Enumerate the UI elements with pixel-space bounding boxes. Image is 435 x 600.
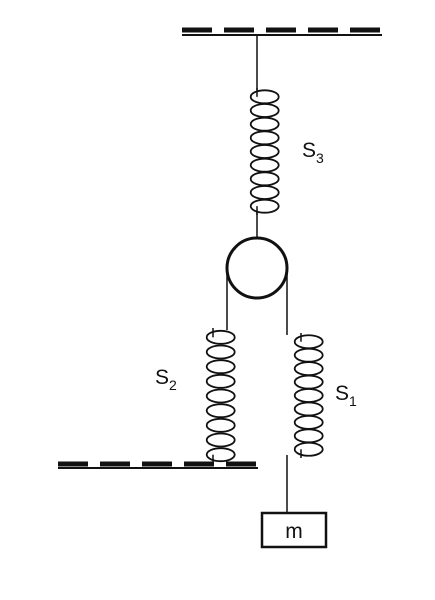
- spring-coil: [249, 171, 280, 187]
- spring-coil: [205, 403, 236, 419]
- spring-coil: [205, 373, 236, 389]
- spring-coil: [249, 185, 280, 200]
- s3-subscript: 3: [316, 150, 324, 166]
- s1-subscript: 1: [349, 393, 357, 409]
- spring-s2: [205, 328, 236, 464]
- spring-coil: [293, 347, 324, 363]
- spring-coil: [205, 447, 236, 463]
- spring-coil: [249, 89, 280, 105]
- spring-coil: [293, 374, 324, 390]
- spring-coil: [249, 103, 280, 118]
- spring-coil: [249, 198, 280, 214]
- spring-coil: [249, 130, 280, 146]
- s3-letter: S: [302, 139, 316, 162]
- spring-coil: [205, 344, 236, 360]
- ground-support: [58, 461, 258, 469]
- spring-coil: [249, 116, 280, 132]
- spring-coil: [293, 334, 324, 350]
- s2-letter: S: [155, 366, 169, 389]
- spring-coil: [293, 428, 324, 444]
- spring-s3: [249, 88, 280, 215]
- s3-label: S3: [302, 139, 324, 166]
- spring-coil: [205, 359, 236, 375]
- spring-coil: [249, 157, 280, 173]
- spring-coil: [293, 441, 324, 457]
- spring-coil: [205, 432, 236, 448]
- spring-coil: [293, 414, 324, 430]
- spring-coil: [293, 388, 324, 403]
- mass-block: m: [260, 511, 328, 549]
- ceiling-support: [182, 27, 382, 36]
- spring-coil: [205, 329, 236, 345]
- s1-label: S1: [335, 382, 357, 409]
- mass-label: m: [285, 520, 303, 543]
- s2-subscript: 2: [169, 377, 177, 393]
- spring-coil: [293, 401, 324, 417]
- spring-coil: [205, 417, 236, 433]
- spring-coil: [249, 144, 280, 159]
- spring-coil: [205, 388, 236, 404]
- pulley: [225, 236, 289, 300]
- s1-letter: S: [335, 382, 349, 405]
- spring-coil: [293, 361, 324, 377]
- s2-label: S2: [155, 366, 177, 393]
- spring-s1: [293, 333, 324, 458]
